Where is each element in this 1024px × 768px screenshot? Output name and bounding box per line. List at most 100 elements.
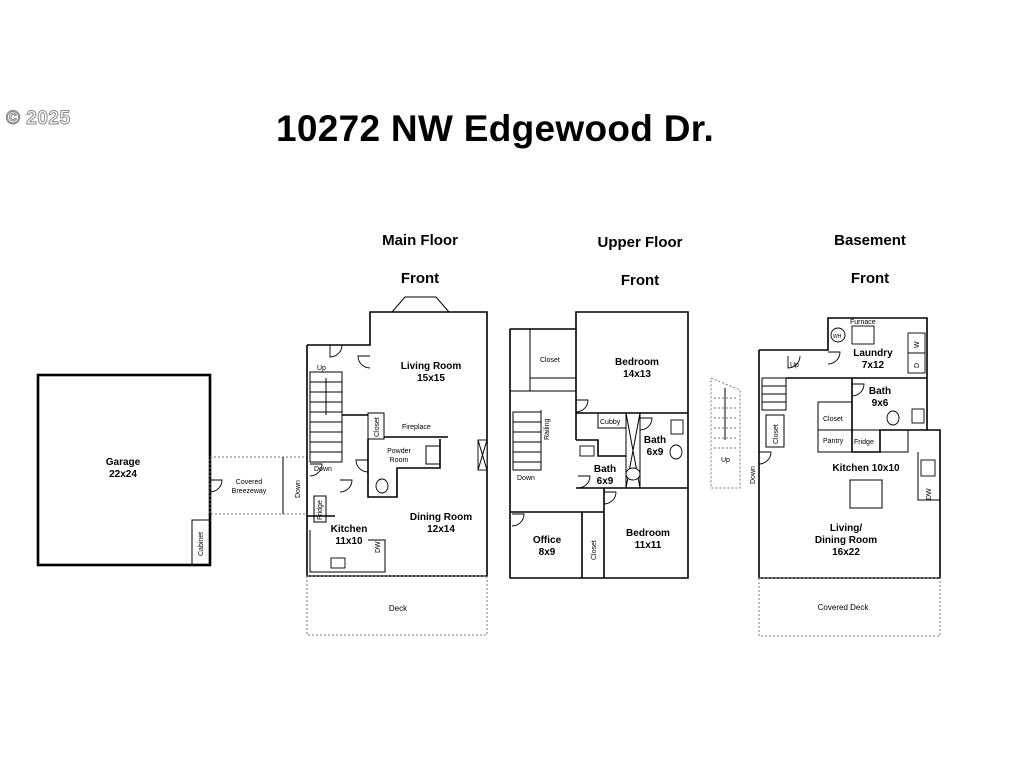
upper-bath-wall [576,439,626,457]
main-up-label: Up [317,365,326,372]
main-closet [367,412,385,440]
basement-door-swing-1 [787,355,801,369]
basement-living-line2: Dining Room [815,535,877,546]
deck-label: Deck [389,604,408,613]
garage-cabinet-label: Cabinet [198,532,205,556]
kitchen-island [849,479,883,509]
main-down-label: Down [314,466,332,473]
upper-door-swing-2 [639,417,653,431]
fireplace-label: Fireplace [402,424,431,431]
office-name: Office [533,535,562,546]
fireplace-hearth [425,445,441,465]
upper-floor-front-label: Front [620,272,660,289]
kitchen-counter [309,530,386,573]
basement-kitchen-counter [917,452,940,501]
upper-bedroom2-size: 11x11 [635,540,662,551]
kitchen-sink [330,557,346,569]
basement-door-swing-2 [827,351,841,365]
laundry-name: Laundry [853,348,893,359]
basement-closet2-label: Closet [823,416,843,423]
upper-floor-plan: Closet Bedroom 14x13 Cubby Railing Down … [509,311,689,579]
main-door-swing-3 [309,463,323,477]
upper-down-label: Down [517,475,535,482]
basement-dw-label: DW [926,488,933,500]
breezeway-line2: Breezeway [232,488,267,495]
deck-outline [306,575,488,636]
main-door-swing-2 [329,344,343,358]
upper-bedroom1-name: Bedroom [615,357,659,368]
main-fridge-label: Fridge [317,500,324,520]
furnace-label: Furnace [850,319,876,326]
basement-closet-label: Closet [773,424,780,444]
kitchen-name: Kitchen [331,524,368,535]
main-door-swing-5 [339,479,353,493]
kitchen-size: 11x10 [335,536,363,547]
basement-bath-toilet [886,410,900,426]
garage-cabinet [191,519,211,566]
main-door-swing-4 [355,459,369,473]
dining-room-size: 12x14 [427,524,455,535]
powder-room-walls [367,439,441,498]
basement-front-label: Front [850,270,890,287]
basement-door-swing-3 [758,451,772,465]
upper-stair [512,411,542,471]
upper-bath1-sink [670,419,684,435]
garage-size: 22x24 [109,469,137,480]
main-dw-label: DW [375,541,382,553]
dining-room-name: Dining Room [410,512,472,523]
powder-line1: Powder [387,448,411,455]
basement-exterior-stair [710,377,741,489]
main-closet-label: Closet [374,417,381,437]
garage-plan: Garage 22x24 Cabinet [36,373,212,567]
upper-bath2-toilet [625,467,641,481]
upper-floor-label: Upper Floor [597,234,683,251]
water-heater [830,327,846,343]
powder-toilet [375,478,389,494]
basement-range [879,429,909,453]
upper-door-swing-5 [511,513,525,527]
laundry-size: 7x12 [862,360,885,371]
basement-fridge-label: Fridge [854,439,874,446]
page-title: 10272 NW Edgewood Dr. [275,108,715,149]
water-heater-label: WH [833,334,842,340]
covered-deck-outline [758,577,941,637]
cubby-label: Cubby [600,419,621,426]
upper-bath2-name: Bath [594,464,616,475]
living-room-name: Living Room [401,361,462,372]
washer-label: W [914,341,921,348]
main-stair [309,371,343,463]
upper-bedroom2-name: Bedroom [626,528,670,539]
basement-door-swing-4 [851,383,865,397]
pantry-label: Pantry [823,438,844,445]
powder-line2: Room [390,457,409,464]
bay-window [391,296,450,313]
upper-bedroom1-size: 14x13 [623,369,651,380]
upper-bath1-name: Bath [644,435,666,446]
basement-living-size: 16x22 [832,547,860,558]
upper-bath2-sink [579,445,595,457]
upper-closet2-label: Closet [591,540,598,560]
main-floor-walls [306,311,488,577]
basement-plan: Up Up Down Closet WH Furnace Laundry 7x1… [710,317,941,637]
main-door-swing-1 [357,355,371,369]
basement-label: Basement [834,232,906,249]
basement-down-label: Down [750,466,757,484]
furnace [851,325,875,345]
basement-kitchen-name: Kitchen 10x10 [832,463,900,474]
living-room-size: 15x15 [417,373,445,384]
dryer-label: D [914,363,921,368]
office-size: 8x9 [539,547,556,558]
dryer [907,352,926,374]
basement-bath-name: Bath [869,386,891,397]
basement-up-left-label: Up [721,457,730,464]
covered-deck-label: Covered Deck [818,603,870,612]
main-floor-front-label: Front [400,270,440,287]
upper-door-swing-3 [577,475,591,489]
basement-living-line1: Living/ [830,523,862,534]
basement-closet [765,414,785,448]
basement-up-label: Up [790,362,799,369]
upper-closet-label: Closet [540,357,560,364]
breezeway-plan: Covered Breezeway Down [209,456,308,515]
breezeway-door-swing [209,479,223,493]
upper-bath1-size: 6x9 [647,447,664,458]
